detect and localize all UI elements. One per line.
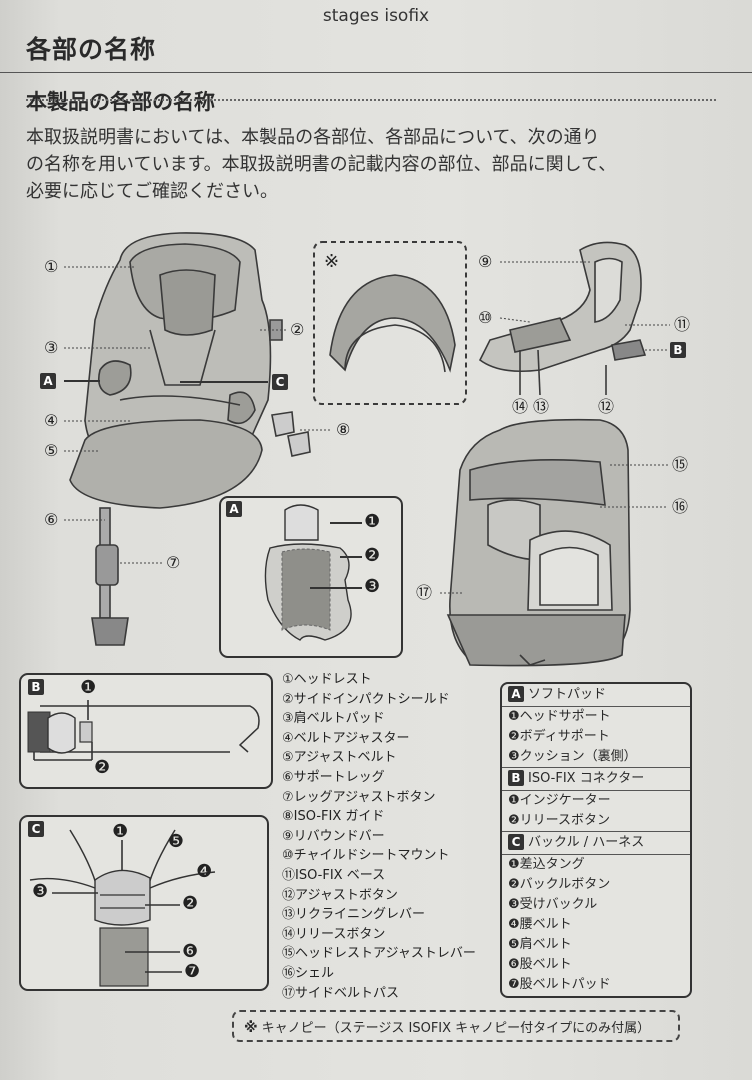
callout-8: ⑧ [336, 420, 351, 439]
box-c-num-2: ❷ [182, 893, 199, 914]
box-b-tag: B [28, 678, 48, 698]
box-c-num-6: ❻ [182, 941, 199, 962]
parts-list-item: ⑦レッグアジャストボタン [282, 789, 436, 805]
parts-list-item: ⑰サイドベルトパス [282, 985, 400, 1001]
parts-list-item: ⑩チャイルドシートマウント [282, 848, 450, 864]
intro-paragraph: 本取扱説明書においては、本製品の各部位、各部品について、次の通り の名称を用いて… [26, 124, 726, 205]
parts-list-item: ⑪ISO-FIX ベース [282, 867, 386, 883]
box-a-num-3: ❸ [364, 576, 381, 597]
isofix-guide-illustration [271, 411, 311, 457]
parts-list-item: ⑮ヘッドレストアジャストレバー [282, 946, 476, 962]
callout-12: ⑫ [598, 397, 615, 416]
callout-1: ① [44, 257, 59, 276]
parts-list-item: ⑬リクライニングレバー [282, 907, 426, 923]
running-header: stages isofix [322, 6, 430, 26]
subsection-dotted-rule [26, 99, 716, 101]
callout-2: ② [290, 320, 305, 339]
legend-c-item: ❻股ベルト [508, 957, 572, 972]
parts-list-item: ⑯シェル [282, 965, 335, 981]
legend-c-item: ❺肩ベルト [508, 937, 572, 952]
canopy-illustration [329, 274, 456, 373]
detail-box-c [19, 815, 269, 991]
box-c-num-1: ❶ [112, 821, 129, 842]
box-a-num-1: ❶ [364, 511, 381, 532]
legend-c-item: ❼股ベルトパッド [508, 977, 611, 992]
legend-a-item: ❶ヘッドサポート [508, 709, 611, 724]
box-a-tag: A [226, 500, 246, 520]
callout-14: ⑭ [512, 397, 529, 416]
legend-c-item: ❷バックルボタン [508, 877, 611, 892]
legend-c-item: ❹腰ベルト [508, 917, 572, 932]
canopy-note-text: キャノピー（ステージス ISOFIX キャノピー付タイプにのみ付属） [261, 1021, 651, 1036]
box-b-num-2: ❷ [94, 757, 111, 778]
box-c-num-4: ❹ [196, 861, 213, 882]
box-a-num-2: ❷ [364, 545, 381, 566]
canopy-dashed-frame [313, 241, 467, 405]
parts-list-item: ⑧ISO-FIX ガイド [282, 809, 385, 825]
detail-box-a [219, 496, 403, 658]
intro-line: の名称を用いています。本取扱説明書の記載内容の部位、部品に関して、 [26, 154, 617, 175]
callout-7: ⑦ [166, 553, 181, 572]
parts-list-item: ⑫アジャストボタン [282, 887, 398, 903]
callout-13: ⑬ [533, 397, 550, 416]
callout-16: ⑯ [672, 497, 689, 516]
callout-tag-a: A [40, 372, 60, 392]
detail-box-b [19, 673, 273, 789]
section-title: 各部の名称 [26, 35, 157, 64]
box-c-num-3: ❸ [32, 881, 49, 902]
callout-4: ④ [44, 411, 59, 430]
callout-tag-b: B [670, 341, 690, 361]
car-seat-rear-illustration [446, 418, 631, 667]
intro-line: 必要に応じてご確認ください。 [26, 181, 278, 202]
parts-list-item: ①ヘッドレスト [282, 672, 372, 687]
callout-17: ⑰ [416, 583, 433, 602]
legend-b-item: ❶インジケーター [508, 793, 611, 808]
legend-a-item: ❸クッション（裏側） [502, 747, 690, 768]
box-c-num-5: ❺ [168, 831, 185, 852]
legend-c-item: ❸受けバックル [508, 897, 598, 912]
parts-list-item: ④ベルトアジャスター [282, 730, 410, 746]
box-c-tag: C [28, 820, 48, 840]
callout-tag-c: C [272, 373, 292, 393]
parts-list-item: ⑤アジャストベルト [282, 750, 397, 766]
canopy-asterisk: ※ [324, 251, 340, 272]
parts-list: ①ヘッドレスト ②サイドインパクトシールド ③肩ベルトパッド ④ベルトアジャスタ… [282, 670, 476, 1003]
parts-list-item: ⑥サポートレッグ [282, 769, 385, 785]
legend-b-item: ❷リリースボタン [502, 811, 690, 832]
canopy-note: ※キャノピー（ステージス ISOFIX キャノピー付タイプにのみ付属） [232, 1010, 680, 1042]
section-rule [0, 72, 752, 73]
box-c-num-7: ❼ [184, 961, 201, 982]
callout-9: ⑨ [478, 252, 493, 271]
callout-5: ⑤ [44, 441, 59, 460]
legend-a-item: ❷ボディサポート [508, 729, 610, 744]
box-b-num-1: ❶ [80, 677, 97, 698]
parts-list-item: ③肩ベルトパッド [282, 711, 385, 727]
callout-6: ⑥ [44, 510, 59, 529]
parts-list-item: ②サイドインパクトシールド [282, 691, 450, 707]
subsection-title: 本製品の各部の名称 [26, 90, 215, 114]
parts-list-item: ⑭リリースボタン [282, 926, 386, 942]
isofix-base-illustration [478, 241, 647, 396]
callout-11: ⑪ [674, 315, 691, 334]
callout-3: ③ [44, 338, 59, 357]
parts-list-item: ⑨リバウンドバー [282, 828, 385, 844]
legend-c-item: ❶差込タング [508, 857, 585, 872]
callout-10: ⑩ [478, 308, 493, 327]
callout-15: ⑮ [672, 455, 689, 474]
car-seat-front-illustration [69, 232, 283, 646]
canopy-note-mark: ※ [244, 1020, 258, 1036]
intro-line: 本取扱説明書においては、本製品の各部位、各部品について、次の通り [26, 127, 600, 148]
